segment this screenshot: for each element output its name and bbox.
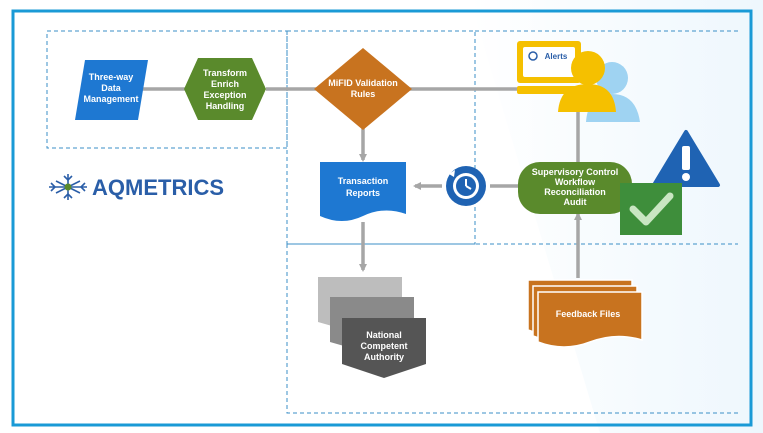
node-national-authority: National Competent Authority [318, 277, 426, 378]
node-label-line: Data [101, 83, 122, 93]
node-label-line: MiFID Validation [328, 78, 398, 88]
node-label-line: Exception [203, 90, 246, 100]
node-feedback-files: Feedback Files [527, 279, 643, 348]
node-label-line: Transaction [338, 176, 389, 186]
node-label-line: Management [83, 94, 138, 104]
region-feedback-frame [286, 244, 738, 414]
node-label-line: Enrich [211, 79, 239, 89]
snowflake-logo-icon [49, 174, 87, 200]
background-wedge [470, 0, 763, 433]
node-label-line: Audit [564, 197, 587, 207]
node-transform: Transform Enrich Exception Handling [184, 58, 266, 120]
alerts-label: Alerts [545, 52, 568, 61]
node-label-line: Reconciliation [544, 187, 606, 197]
node-label-line: Workflow [555, 177, 596, 187]
warning-triangle-icon [652, 130, 720, 187]
brand-name: AQMETRICS [92, 175, 224, 200]
region-validation [286, 30, 476, 245]
checkmark-icon [620, 183, 682, 235]
node-label-line: Authority [364, 352, 404, 362]
node-label-line: Transform [203, 68, 247, 78]
node-label-line: Competent [361, 341, 408, 351]
refresh-clock-icon [446, 166, 486, 206]
node-label-line: Three-way [89, 72, 134, 82]
node-label-line: Feedback Files [556, 309, 621, 319]
node-label-line: Handling [206, 101, 245, 111]
outer-frame [11, 9, 753, 427]
region-data-prep [46, 30, 288, 149]
node-supervisory-control: Supervisory Control Workflow Reconciliat… [518, 162, 632, 214]
node-label-line: Supervisory Control [532, 167, 619, 177]
connectors [140, 87, 582, 278]
user-icon [558, 51, 640, 122]
node-label-line: National [366, 330, 402, 340]
node-three-way-data: Three-way Data Management [75, 60, 148, 120]
alerts-monitor-icon: Alerts [517, 41, 581, 94]
node-mifid-validation: MiFID Validation Rules [314, 48, 412, 130]
node-label-line: Reports [346, 188, 380, 198]
brand-logo: AQMETRICS [49, 174, 224, 200]
node-transaction-reports: Transaction Reports [320, 162, 406, 221]
node-label-line: Rules [351, 89, 376, 99]
dashed-regions [46, 30, 738, 414]
